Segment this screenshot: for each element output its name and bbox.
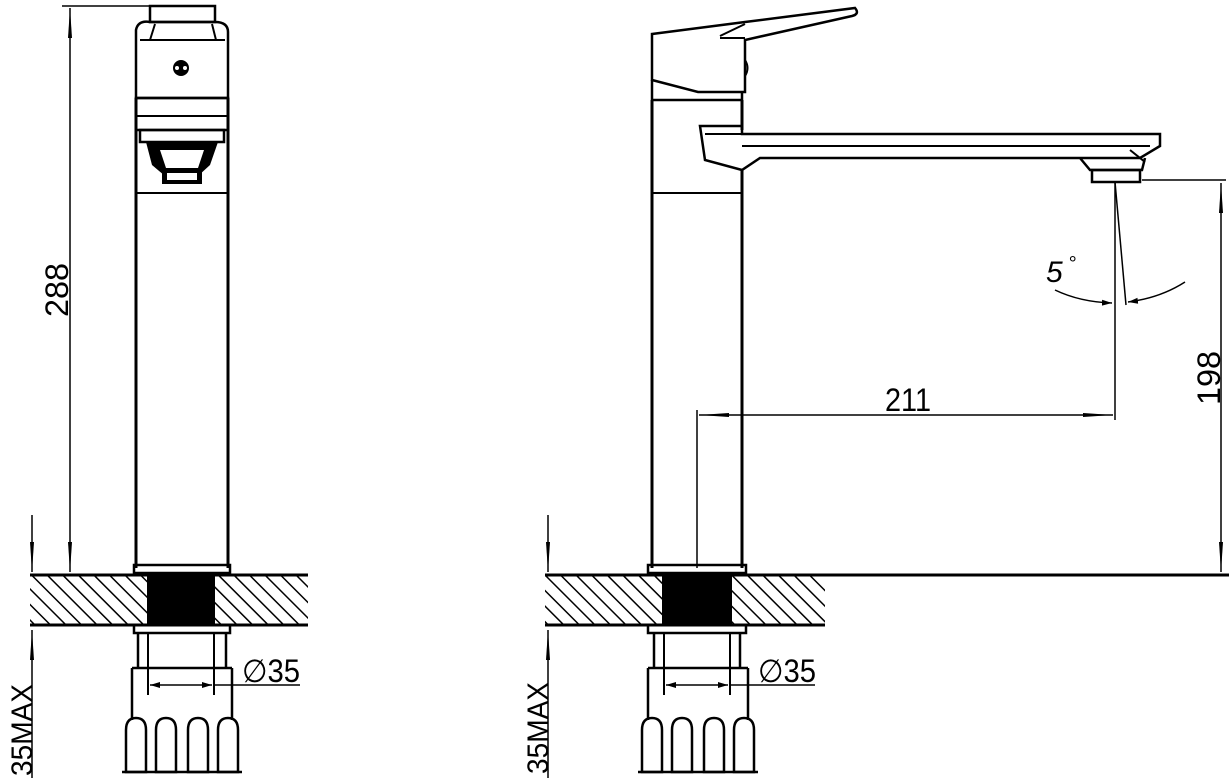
total-height-label: 288 xyxy=(39,263,75,317)
side-handle xyxy=(650,6,859,102)
dim-deck-thickness-front: 35MAX xyxy=(6,515,39,778)
deck-thickness-side-label: 35MAX xyxy=(522,682,555,774)
deck-thickness-front-label: 35MAX xyxy=(6,684,39,776)
spout-height-label: 198 xyxy=(1191,351,1227,405)
side-shank xyxy=(638,623,758,774)
front-body xyxy=(132,98,232,575)
spout-angle-label: 5 xyxy=(1046,256,1063,289)
side-deck xyxy=(545,573,1229,627)
front-deck xyxy=(30,573,308,627)
side-view: 198 211 5 ° 35MAX ∅35 xyxy=(522,6,1229,778)
dim-spout-reach: 211 xyxy=(696,182,1116,568)
dim-hole-side: ∅35 xyxy=(666,653,816,689)
front-shank xyxy=(122,623,242,774)
side-spout xyxy=(698,124,1162,184)
indicator-icon xyxy=(173,60,189,76)
dim-spout-height: 198 xyxy=(1142,179,1227,572)
hole-diameter-side-label: ∅35 xyxy=(758,653,816,689)
dim-spout-angle: 5 ° xyxy=(1046,181,1186,306)
dim-total-height: 288 xyxy=(39,5,150,572)
dim-hole-front: ∅35 xyxy=(150,653,300,689)
hole-diameter-front-label: ∅35 xyxy=(242,653,300,689)
dim-deck-thickness-side: 35MAX xyxy=(522,515,555,778)
front-handle xyxy=(134,4,230,100)
spout-angle-degree: ° xyxy=(1068,253,1076,275)
front-collar xyxy=(134,96,230,184)
front-view: 288 35MAX ∅35 xyxy=(6,4,308,778)
spout-reach-label: 211 xyxy=(885,382,931,418)
